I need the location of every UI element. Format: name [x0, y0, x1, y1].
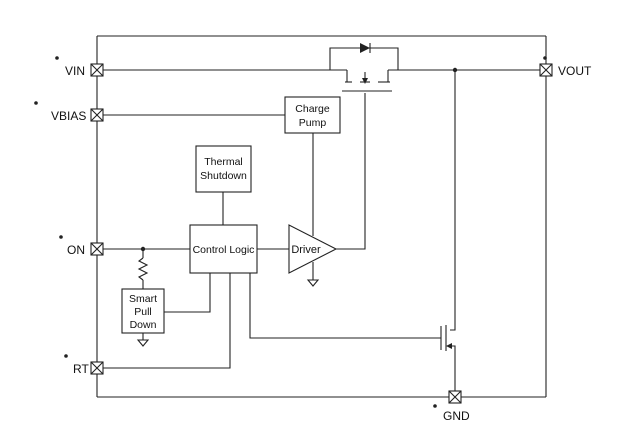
pin1-dot — [34, 101, 38, 105]
pin-on: ON — [59, 235, 104, 257]
smart-pull-down-label-3: Down — [130, 319, 157, 331]
pin-rt: RT — [64, 354, 104, 376]
pin-vin-label: VIN — [65, 64, 85, 78]
control-logic-label: Control Logic — [193, 244, 255, 256]
pin-vbias: VBIAS — [34, 101, 104, 123]
pin-vin: VIN — [55, 56, 104, 78]
pin-vout: VOUT — [539, 56, 592, 78]
smart-pull-down-label-2: Pull — [134, 306, 152, 318]
body-diode-symbol — [360, 43, 371, 53]
ground-symbol — [136, 339, 150, 347]
driver-block: Driver — [288, 224, 338, 274]
pin-rt-label: RT — [73, 362, 89, 376]
pin1-dot — [433, 404, 437, 408]
pin-on-label: ON — [67, 243, 85, 257]
smart-pull-down-label-1: Smart — [129, 293, 157, 305]
pin1-dot — [543, 56, 547, 60]
ground-symbol — [306, 279, 320, 287]
junction-dot — [452, 67, 458, 73]
package-outline — [96, 35, 547, 398]
pass-fet-symbol — [342, 70, 392, 92]
control-logic-block: Control Logic — [189, 224, 258, 274]
wiring — [103, 47, 540, 391]
thermal-shutdown-block: Thermal Shutdown — [195, 145, 252, 193]
pin1-dot — [64, 354, 68, 358]
pin-vout-label: VOUT — [558, 64, 592, 78]
thermal-shutdown-label-1: Thermal — [204, 156, 243, 168]
smart-pull-down-block: Smart Pull Down — [121, 288, 165, 334]
pin-gnd: GND — [433, 390, 470, 423]
charge-pump-label-2: Pump — [299, 117, 327, 129]
junction-dot — [140, 246, 146, 252]
pin-vbias-label: VBIAS — [51, 109, 86, 123]
pin1-dot — [59, 235, 63, 239]
charge-pump-label-1: Charge — [295, 103, 330, 115]
thermal-shutdown-label-2: Shutdown — [200, 170, 247, 182]
discharge-fet-symbol — [440, 325, 452, 351]
driver-label: Driver — [291, 244, 321, 256]
pin-gnd-label: GND — [443, 409, 470, 423]
pin1-dot — [55, 56, 59, 60]
charge-pump-block: Charge Pump — [284, 96, 341, 134]
